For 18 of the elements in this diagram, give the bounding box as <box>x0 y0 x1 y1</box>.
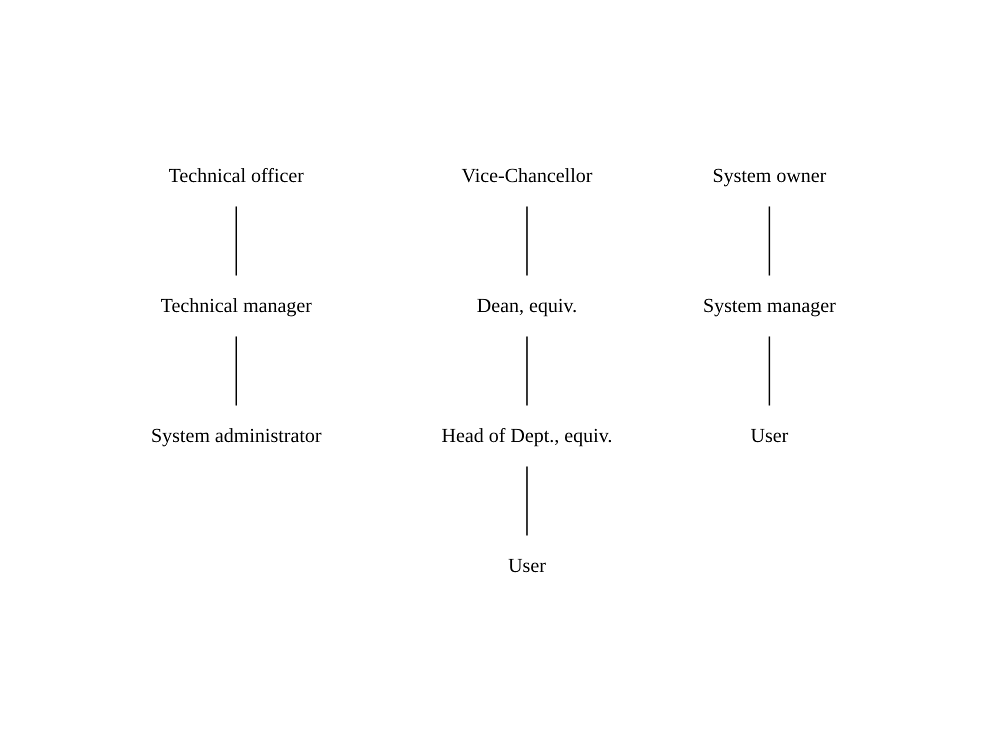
connector <box>526 336 528 406</box>
node-text: Technical officer <box>168 165 304 187</box>
node-text: System manager <box>702 294 836 317</box>
connector <box>526 206 528 276</box>
node-text: System administrator <box>150 424 322 447</box>
connector <box>235 336 237 406</box>
node-text: User <box>750 424 788 447</box>
hierarchy-diagram: Technical officer Vice-Chancellor System owner Technical manager Dean, equiv. System manager System administrator Head of Dept., equiv. User User <box>112 138 874 604</box>
connector <box>526 466 528 536</box>
connector <box>768 336 770 406</box>
node-text: System owner <box>712 165 826 187</box>
node-text: User <box>508 554 546 577</box>
node-text: Technical manager <box>160 294 312 317</box>
node-text: Head of Dept., equiv. <box>441 424 612 447</box>
connector <box>235 206 237 276</box>
node-text: Dean, equiv. <box>476 294 577 317</box>
connector <box>768 206 770 276</box>
node-text: Vice-Chancellor <box>461 165 592 187</box>
